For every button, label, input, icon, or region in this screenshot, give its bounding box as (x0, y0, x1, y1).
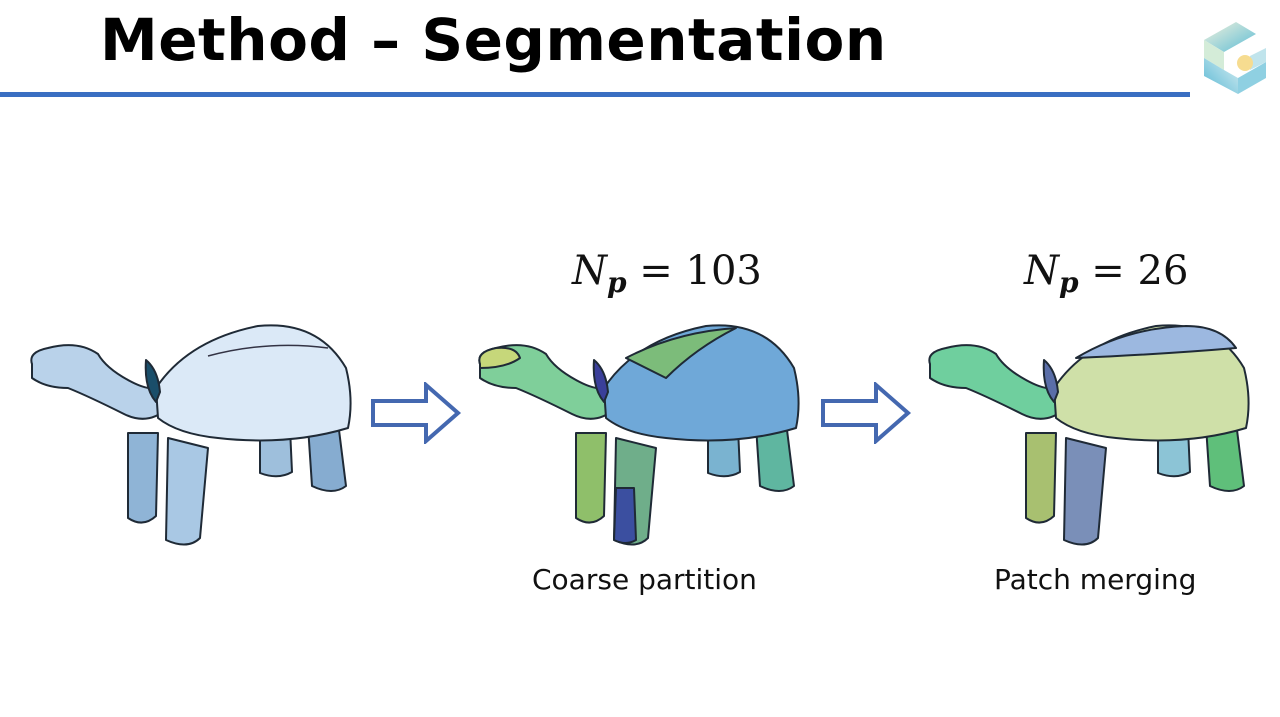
np-equals: = (1078, 248, 1138, 294)
back-left-leg (127, 432, 159, 524)
right-arrow-icon (821, 382, 912, 444)
patch-merging-caption: Patch merging (994, 563, 1197, 596)
np-symbol: N (572, 248, 607, 294)
input-turtle-mesh (30, 324, 352, 546)
np-value: 26 (1137, 248, 1189, 294)
cube-logo-icon (1204, 22, 1266, 94)
patch-merging-turtle-mesh (928, 324, 1250, 546)
coarse-partition-caption: Coarse partition (532, 563, 757, 596)
slide-title: Method – Segmentation (100, 6, 887, 74)
merged-np-label: Np = 26 (1024, 248, 1188, 299)
right-arrow-icon (371, 382, 462, 444)
np-subscript: p (607, 266, 627, 299)
title-underline (0, 92, 1190, 97)
np-symbol: N (1024, 248, 1059, 294)
np-equals: = (626, 248, 686, 294)
front-right-leg (307, 421, 347, 492)
np-value: 103 (685, 248, 762, 294)
np-subscript: p (1059, 266, 1079, 299)
front-left-leg (165, 437, 209, 546)
shell (155, 324, 352, 442)
coarse-np-label: Np = 103 (572, 248, 762, 299)
coarse-partition-turtle-mesh (478, 324, 800, 546)
